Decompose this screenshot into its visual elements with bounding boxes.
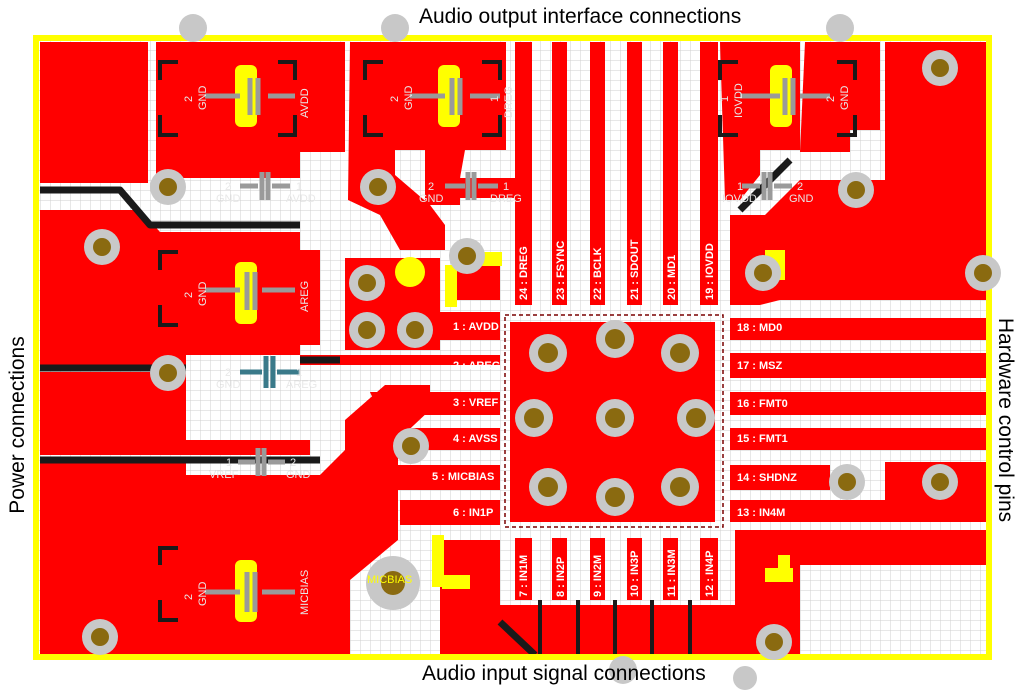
silk-label: GND <box>789 193 814 205</box>
pin-label: 4 : AVSS <box>453 433 498 445</box>
component-brackets <box>158 60 857 622</box>
silk-label: 2 <box>225 367 231 379</box>
silk-label: 1 <box>719 96 731 102</box>
pin-label: 9 : IN2M <box>592 555 604 597</box>
silk-label: 2 <box>389 96 401 102</box>
silk-label: GND <box>403 86 415 111</box>
pin-label: 8 : IN2P <box>555 557 567 597</box>
pin-label: 24 : DREG <box>518 246 530 300</box>
silk-label: AREG <box>299 281 311 312</box>
caption-bottom: Audio input signal connections <box>422 662 706 685</box>
silk-label: 2 <box>183 594 195 600</box>
silk-label: 1 <box>296 367 302 379</box>
pin-label: 10 : IN3P <box>629 551 641 597</box>
silk-label: 2 <box>797 181 803 193</box>
pin-label: 21 : SDOUT <box>629 239 641 300</box>
pin-label: 5 : MICBIAS <box>432 471 494 483</box>
silk-label: 1 <box>737 181 743 193</box>
silk-label: 1 <box>296 181 302 193</box>
silk-label: 1 <box>503 181 509 193</box>
silk-label: 2 <box>428 181 434 193</box>
caption-top: Audio output interface connections <box>419 5 742 28</box>
pin-label: 11 : IN3M <box>666 549 678 597</box>
pin-label: 15 : FMT1 <box>737 433 788 445</box>
silk-label: AVDD <box>299 88 311 118</box>
silk-label: GND <box>197 582 209 607</box>
silk-label: 2 <box>290 457 296 469</box>
pin-label: 1 : AVDD <box>453 321 499 333</box>
capacitor-symbols <box>205 78 830 612</box>
silk-label: 2 <box>183 292 195 298</box>
pin-label: 7 : IN1M <box>518 555 530 597</box>
pin-label: 6 : IN1P <box>453 507 493 519</box>
silk-label: GND <box>197 282 209 307</box>
ic-outline <box>504 314 724 528</box>
silk-label: 2 <box>225 181 231 193</box>
silk-label: GND <box>197 86 209 111</box>
silk-label: AREG <box>286 379 317 391</box>
silk-label: IOVDD <box>733 83 745 118</box>
silk-label: 1 <box>489 96 501 102</box>
pin-label: 22 : BCLK <box>592 247 604 300</box>
silk-label: GND <box>216 193 241 205</box>
pin-label: 16 : FMT0 <box>737 398 788 410</box>
pin-label: 18 : MD0 <box>737 322 782 334</box>
pin-label: 3 : VREF <box>453 397 499 409</box>
silk-label: 2 <box>183 96 195 102</box>
teal-capacitor <box>240 356 300 388</box>
pin-label: 14 : SHDNZ <box>737 472 797 484</box>
silk-label: 2 <box>825 96 837 102</box>
pin-label: 20 : MD1 <box>666 255 678 300</box>
silk-label: DREG <box>503 86 515 118</box>
pin-label: 13 : IN4M <box>737 507 785 519</box>
via-group <box>82 14 1001 690</box>
silk-label: GND <box>216 379 241 391</box>
silk-label: 1 <box>226 457 232 469</box>
silk-label: GND <box>839 86 851 111</box>
caption-right: Hardware control pins <box>994 317 1017 523</box>
silk-label: VREF <box>209 469 239 481</box>
pin-label: 12 : IN4P <box>704 551 716 597</box>
silk-label: DREG <box>490 193 522 205</box>
pin-labels: 1 : AVDD 2 : AREG 3 : VREF 4 : AVSS 5 : … <box>432 239 797 597</box>
pin-label: 2 : AREG <box>453 360 500 372</box>
pin-label: 17 : MSZ <box>737 360 783 372</box>
silkscreen-labels: 2 GND AVDD 2 GND 1 DREG 1 IOVDD 2 GND 2 … <box>183 83 851 615</box>
silk-label: AVDD <box>286 193 316 205</box>
micbias-via-label: MICBIAS <box>367 574 412 586</box>
pin-label: 23 : FSYNC <box>555 241 567 300</box>
silk-label: IOVDD <box>722 193 757 205</box>
bottom-trace-dividers <box>538 600 692 655</box>
caption-left: Power connections <box>6 336 29 514</box>
silk-label: GND <box>419 193 444 205</box>
pin-label: 19 : IOVDD <box>704 243 716 300</box>
board-outline <box>33 35 992 660</box>
silk-label: MICBIAS <box>299 570 311 615</box>
silk-label: GND <box>286 469 311 481</box>
